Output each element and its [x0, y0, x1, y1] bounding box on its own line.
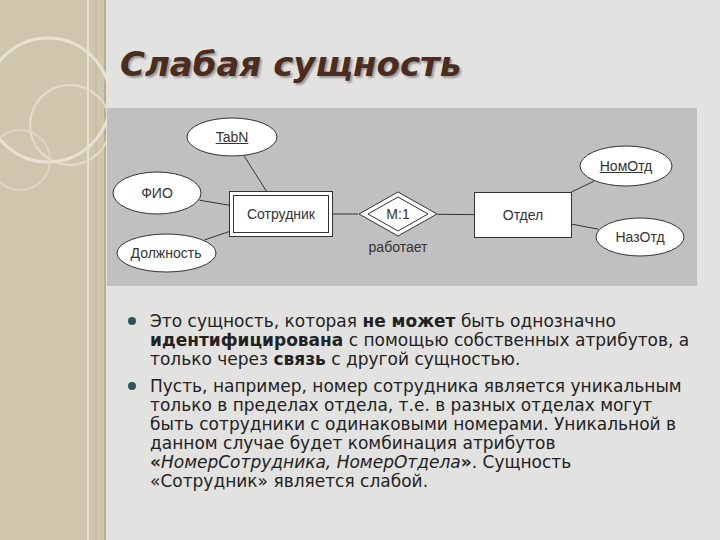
- bullet-text: быть однозначно: [455, 311, 615, 331]
- connector-line: [200, 200, 229, 205]
- attribute-ellipse: НазОтд: [595, 217, 685, 257]
- relationship-diamond: M:1работает: [358, 191, 438, 237]
- bullet-text: идентифицирована: [150, 330, 343, 350]
- attribute-ellipse: TabN: [186, 117, 278, 157]
- node-label: НазОтд: [615, 229, 664, 245]
- node-label: M:1: [386, 206, 409, 222]
- bullet-text: «: [150, 452, 161, 472]
- connector-line: [437, 214, 474, 215]
- connector-line: [572, 224, 599, 229]
- node-label: ФИО: [141, 185, 173, 201]
- connector-line: [244, 156, 266, 191]
- node-label: Отдел: [503, 207, 544, 223]
- node-label: Должность: [131, 245, 202, 261]
- bullet-paragraph: Пусть, например, номер сотрудника являет…: [150, 377, 690, 491]
- node-label: Сотрудник: [247, 206, 315, 222]
- connector-line: [204, 232, 229, 240]
- entity-box: Отдел: [474, 192, 572, 238]
- key-attribute-ellipse: НомОтд: [579, 145, 673, 187]
- relationship-name: работает: [369, 239, 428, 255]
- attribute-ellipse: Должность: [116, 233, 217, 273]
- bullet-text: связь: [273, 349, 325, 369]
- bullet-dot: [128, 382, 136, 390]
- bullet-text: »: [461, 452, 472, 472]
- node-label: TabN: [216, 129, 249, 145]
- bullet-text: Это сущность, которая: [150, 311, 362, 331]
- connector-line: [333, 214, 358, 215]
- bullet-text: не может: [362, 311, 455, 331]
- bullet-text: НомерСотрудника, НомерОтдела: [161, 452, 461, 472]
- bullet-paragraph: Это сущность, которая не может быть одно…: [150, 312, 690, 369]
- attribute-ellipse: ФИО: [112, 171, 202, 215]
- weak-entity-box: Сотрудник: [229, 191, 333, 237]
- bullet-text: Пусть, например, номер сотрудника являет…: [150, 376, 682, 453]
- slide-title: Слабая сущность: [120, 44, 461, 84]
- connector-line: [571, 181, 593, 192]
- node-label: НомОтд: [600, 158, 653, 174]
- bullet-dot: [128, 317, 136, 325]
- bullet-text: с другой сущностью.: [326, 349, 520, 369]
